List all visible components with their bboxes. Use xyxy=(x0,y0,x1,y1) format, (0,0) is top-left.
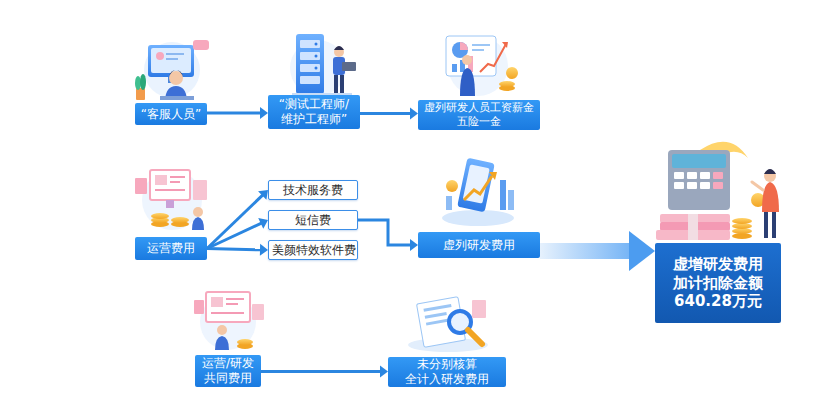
shared-cost-illustration xyxy=(194,292,264,350)
calculator-money-illustration xyxy=(656,142,779,240)
customer-service-illustration xyxy=(135,40,209,100)
total-amount-box: 虚增研发费用 加计扣除金额 640.28万元 xyxy=(655,243,781,323)
result-label: 虚列研发费用 xyxy=(418,232,540,258)
arrow-head xyxy=(260,244,268,256)
node-text: 虚增研发费用 加计扣除金额 640.28万元 xyxy=(658,255,778,311)
role-label: “客服人员” xyxy=(135,103,207,125)
expense-item-box: 美颜特效软件费 xyxy=(268,240,358,260)
summary-arrow xyxy=(540,243,631,259)
node-text: 虚列研发人员工资薪金 五险一金 xyxy=(421,101,537,129)
result-label: 虚列研发人员工资薪金 五险一金 xyxy=(418,100,540,130)
result-label: 未分别核算 全计入研发费用 xyxy=(388,357,506,387)
node-text: 短信费 xyxy=(272,213,354,228)
node-text: 未分别核算 全计入研发费用 xyxy=(391,357,503,387)
node-text: 运营费用 xyxy=(138,241,204,256)
expense-item-box: 技术服务费 xyxy=(268,180,358,200)
arrow-head xyxy=(410,239,418,251)
rd-cost-illustration xyxy=(442,158,514,226)
arrow-head xyxy=(380,366,388,378)
server-engineer-illustration xyxy=(290,34,356,96)
node-text: 美颜特效软件费 xyxy=(272,243,354,258)
category-label: 运营费用 xyxy=(135,237,207,260)
category-label: 运营/研发 共同费用 xyxy=(195,355,261,387)
arrow-head xyxy=(410,108,418,120)
flow-arrow xyxy=(207,223,263,249)
flow-arrow xyxy=(261,370,382,373)
audit-document-illustration xyxy=(408,297,488,352)
node-text: 运营/研发 共同费用 xyxy=(198,356,258,386)
expense-item-box: 短信费 xyxy=(268,210,358,230)
flow-arrow xyxy=(207,112,262,115)
arrow-head xyxy=(629,231,655,271)
node-text: 虚列研发费用 xyxy=(421,238,537,253)
arrow-head xyxy=(260,107,268,119)
flow-arrow xyxy=(207,249,262,250)
node-text: 技术服务费 xyxy=(272,183,354,198)
chart-analyst-illustration xyxy=(446,36,518,96)
node-text: “客服人员” xyxy=(138,107,204,122)
operation-cost-illustration xyxy=(135,170,207,230)
node-text: “测试工程师/ 维护工程师” xyxy=(271,97,357,127)
flow-arrow xyxy=(360,112,412,115)
arrow-head xyxy=(258,190,268,200)
role-label: “测试工程师/ 维护工程师” xyxy=(268,95,360,129)
arrow-head xyxy=(258,218,268,229)
flow-arrow xyxy=(358,220,412,245)
flow-arrow xyxy=(207,194,264,248)
